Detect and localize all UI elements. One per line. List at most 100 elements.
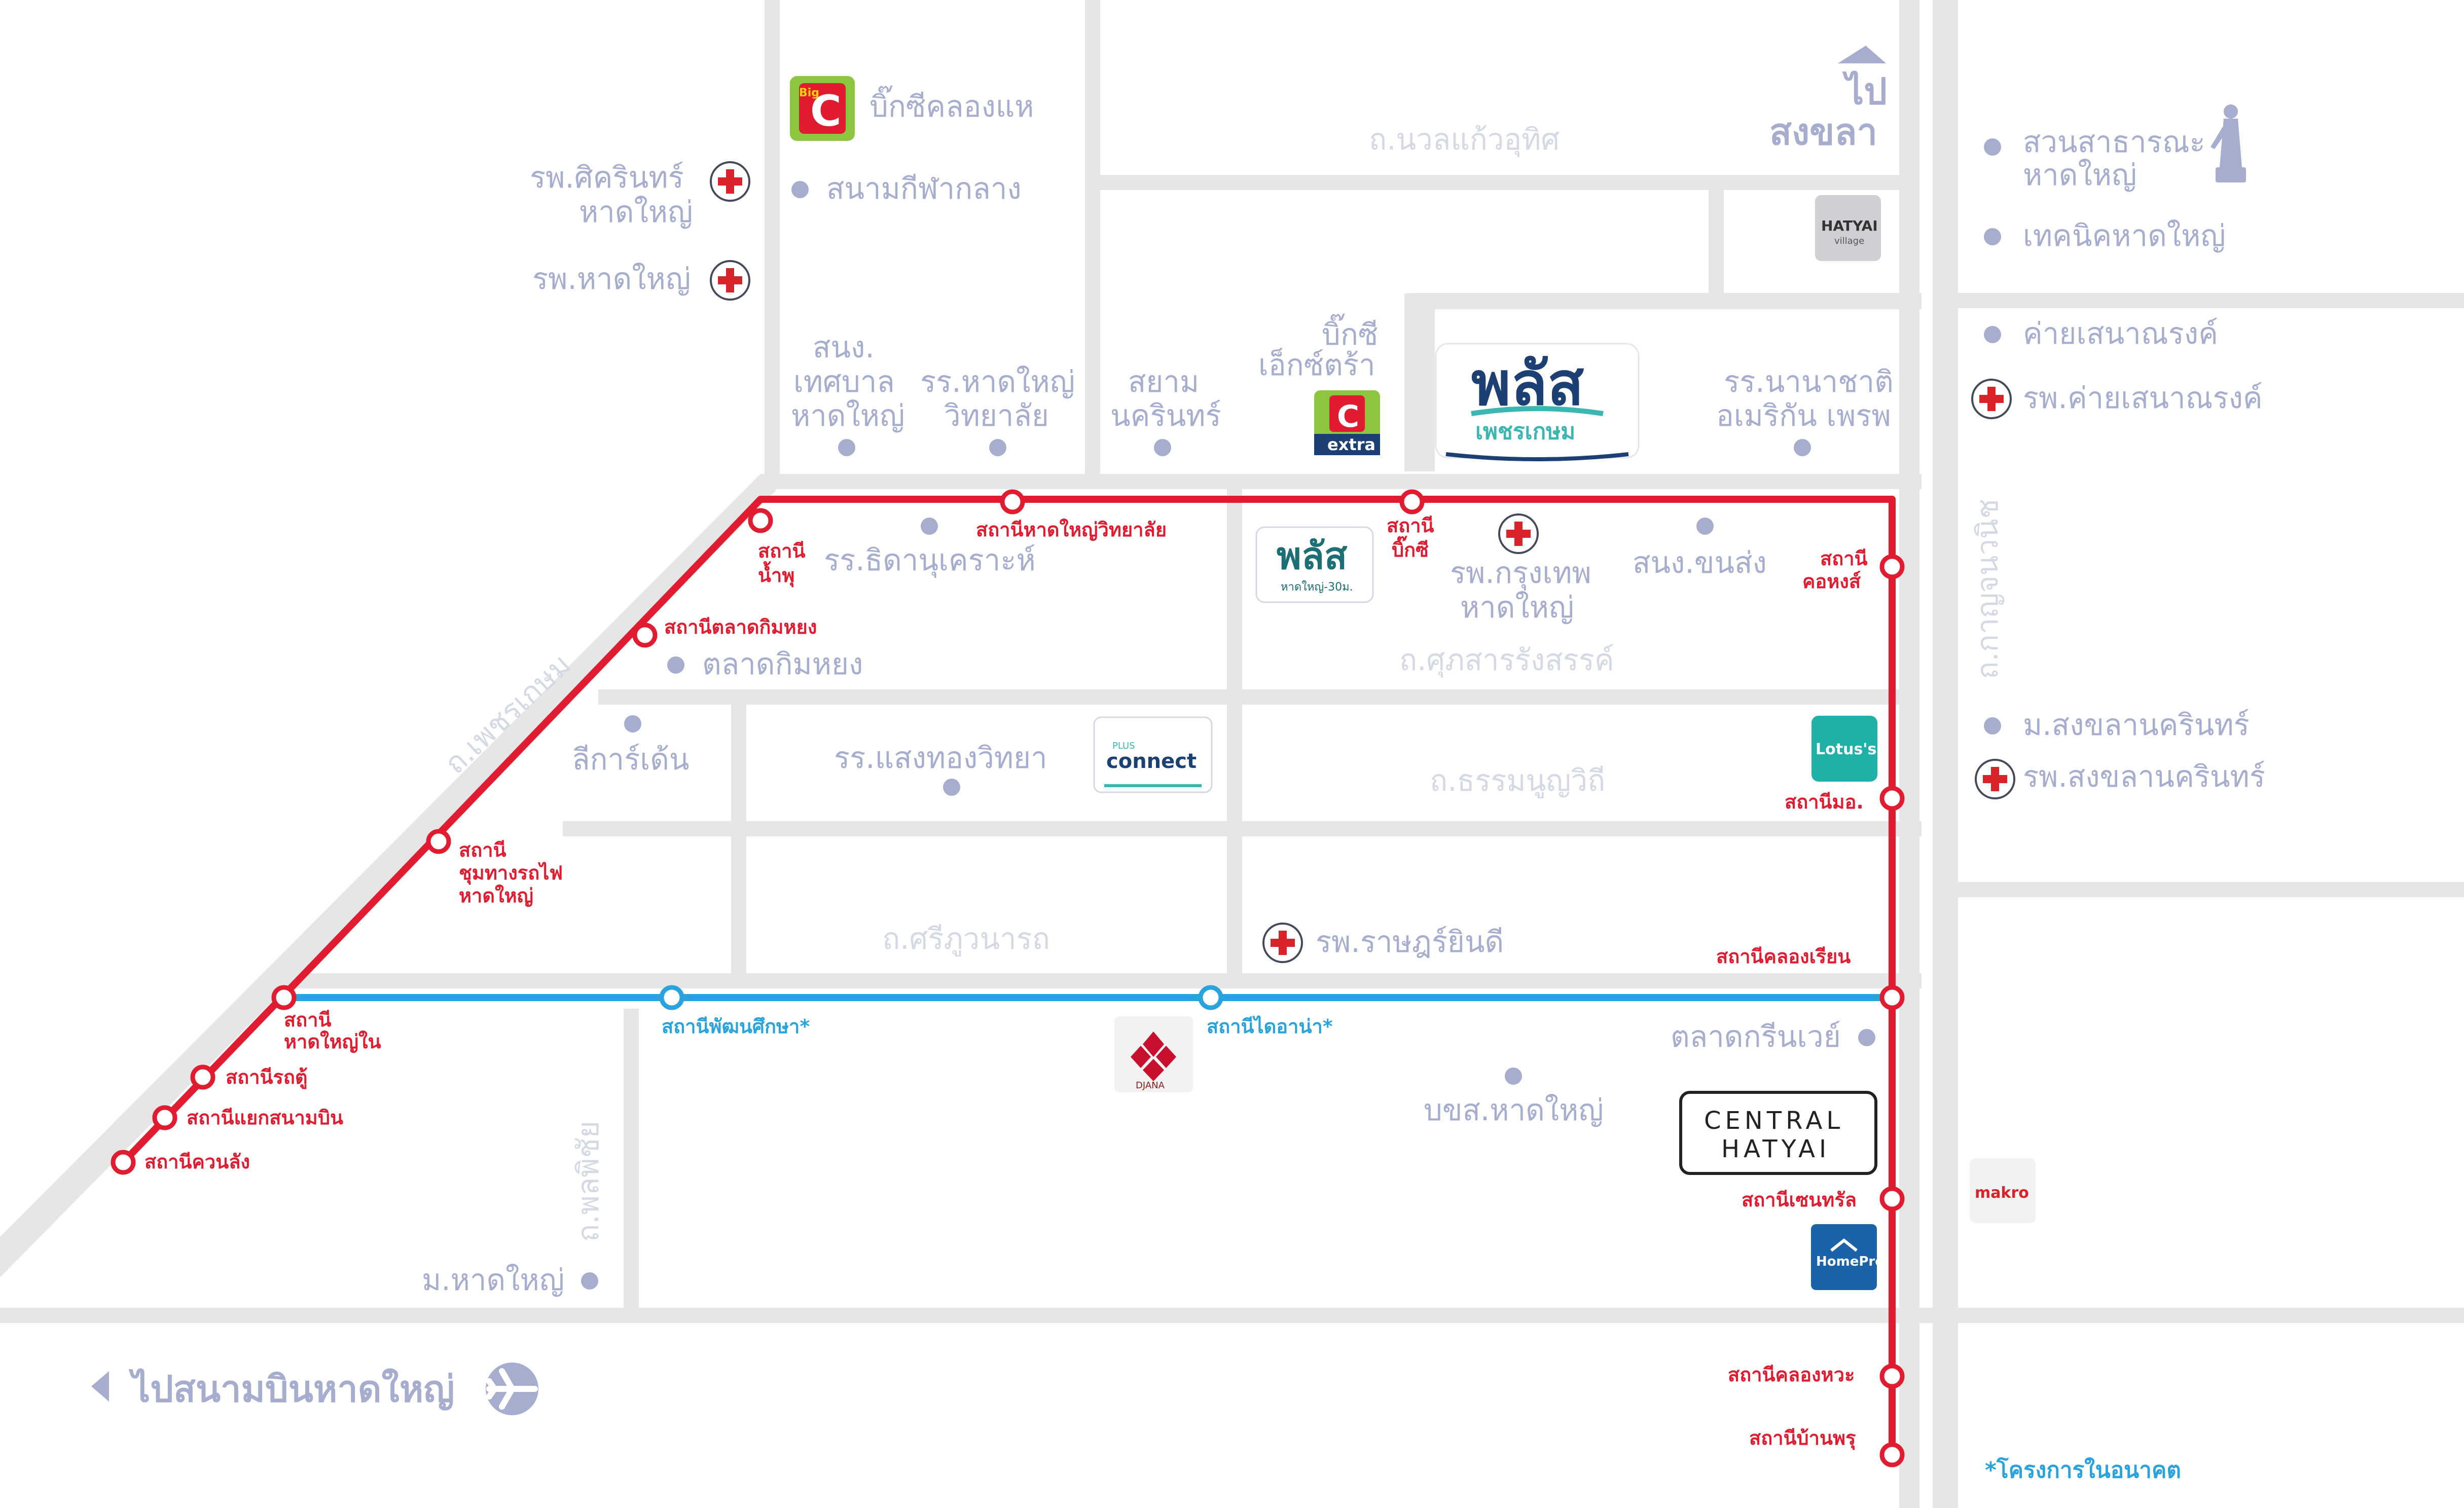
road-label-thammanoon: ถ.ธรรมนูญวิถี [1430,763,1605,798]
place-bus-terminal: บขส.หาดใหญ่ [1424,1093,1604,1127]
station-label-kimyong: สถานีตลาดกิมหยง [664,616,817,638]
station-label-khuan-lang: สถานีควนลัง [144,1151,250,1173]
poi-dot-intl-school [1794,439,1811,456]
station-label-bigc-1: สถานี [1387,514,1434,537]
station-kimyong[interactable] [632,622,658,648]
station-phatthana-suksa[interactable] [659,985,684,1010]
hospital-cross-icon [1262,923,1303,963]
svg-text:HomePro: HomePro [1816,1254,1884,1269]
station-label-central: สถานีเซนทรัล [1742,1189,1857,1211]
station-kho-hong[interactable] [1879,554,1905,579]
station-bigc[interactable] [1399,489,1425,514]
central-hatyai-logo[interactable]: CENTRAL HATYAI [1679,1091,1877,1175]
station-label-ban-phru: สถานีบ้านพรุ [1749,1427,1856,1450]
station-nam-phu[interactable] [748,508,773,533]
place-transport: สนง.ขนส่ง [1633,545,1767,580]
station-label-khlong-wa: สถานีคลองหวะ [1728,1364,1855,1386]
svg-text:connect: connect [1106,750,1197,773]
station-label-nam-phu-2: น้ำพุ [758,561,794,587]
place-psu-hosp: รพ.สงขลานครินทร์ [2023,759,2265,794]
plus-phetkasem-logo[interactable]: พลัส เพชรเกษม [1435,343,1640,461]
station-hatyai-nai[interactable] [271,985,297,1010]
bigc-logo: C Big [790,76,855,141]
place-saengthong: รร.แสงทองวิทยา [834,741,1047,775]
hospital-icons [710,161,2015,963]
arrow-up-icon [1838,46,1886,63]
station-label-mo: สถานีมอ. [1785,791,1864,813]
place-municipal-3: หาดใหญ่ [791,398,904,433]
hospital-cross-icon [1498,513,1539,554]
station-label-phatthana-suksa: สถานีพัฒนศึกษา* [662,1015,810,1038]
place-thidanu: รร.ธิดานุเคราะห์ [824,543,1036,578]
road-label-kanjanavanit: ถ.กาญจนวนิช [1970,499,2005,679]
svg-text:Big: Big [799,87,819,99]
poi-dot-stadium [791,181,809,198]
plus-30m-logo[interactable]: พลัส หาดใหญ่-30ม. [1255,526,1374,603]
station-junction[interactable] [426,829,451,854]
station-label-rot-tu: สถานีรถตู้ [226,1066,308,1089]
footnote: *โครงการในอนาคต [1985,1456,2181,1483]
poi-dot-camp [1984,326,2001,343]
place-bangkok-hosp-2: หาดใหญ่ [1460,590,1574,624]
station-rot-tu[interactable] [190,1064,215,1090]
svg-text:makro: makro [1975,1184,2029,1202]
station-label-diana: สถานีไดอาน่า* [1207,1015,1333,1038]
station-ban-phru[interactable] [1879,1442,1905,1467]
svg-text:HATYAI: HATYAI [1821,217,1878,234]
hatyai-village-logo: HATYAI village [1815,195,1881,261]
statue-icon [2211,104,2246,182]
place-hatyai-univ: ม.หาดใหญ่ [422,1263,564,1297]
place-bangkok-hosp-1: รพ.กรุงเทพ [1450,556,1591,591]
svg-text:พลัส: พลัส [1277,534,1348,578]
bigc-extra-logo: C extra [1314,390,1380,455]
place-camp: ค่ายเสนาณรงค์ [2023,316,2218,351]
svg-text:extra: extra [1327,435,1375,454]
station-khlong-rian[interactable] [1879,985,1905,1010]
station-label-kho-hong-1: สถานี [1820,547,1868,570]
station-label-junction-2: ชุมทางรถไฟ [459,862,563,885]
station-label-hatyai-wit: สถานีหาดใหญ่วิทยาลัย [976,519,1167,541]
station-label-hatyai-nai-1: สถานี [284,1009,332,1031]
plus-connect-logo[interactable]: PLUS connect [1093,716,1213,793]
place-bigc-extra-1: บิ๊กซี [1322,313,1378,352]
svg-text:HATYAI: HATYAI [1721,1135,1830,1163]
lotus-logo: Lotus's [1811,716,1877,782]
station-label-khlong-rian: สถานีคลองเรียน [1716,945,1851,968]
svg-text:หาดใหญ่-30ม.: หาดใหญ่-30ม. [1281,580,1353,594]
poi-dot-hatyai-univ [581,1272,598,1290]
svg-text:CENTRAL: CENTRAL [1704,1107,1844,1135]
place-sikarin-1: รพ.ศิครินทร์ [530,160,684,195]
place-hatyai-hosp: รพ.หาดใหญ่ [532,262,691,296]
station-khlong-wa[interactable] [1879,1364,1905,1389]
svg-text:C: C [810,86,842,136]
place-sikarin-2: หาดใหญ่ [579,195,693,229]
station-label-junction-1: สถานี [459,839,506,861]
hospital-cross-icon [1975,759,2015,799]
direction-songkhla-line2: สงขลา [1769,111,1877,153]
svg-text:เพชรเกษม: เพชรเกษม [1475,419,1575,445]
place-siam-2: นครินทร์ [1110,398,1221,433]
place-municipal-1: สนง. [813,330,875,364]
place-greenway: ตลาดกรีนเวย์ [1671,1019,1841,1054]
poi-dot-park [1984,138,2001,156]
station-label-junction-3: หาดใหญ่ [459,885,533,907]
road-label-nawal: ถ.นวลแก้วอุทิศ [1369,122,1560,158]
station-yaek-airport[interactable] [152,1105,177,1130]
station-central[interactable] [1879,1186,1905,1211]
airplane-icon [486,1363,538,1415]
place-hatyai-wit-2: วิทยาลัย [944,398,1049,433]
makro-logo: makro [1970,1158,2036,1223]
diana-logo: DJANA [1114,1016,1193,1092]
station-label-yaek-airport: สถานีแยกสนามบิน [187,1107,343,1129]
direction-airport[interactable]: ไปสนามบินหาดใหญ่ [91,1363,538,1415]
place-intl-school-1: รร.นานาชาติ [1724,364,1894,399]
station-mo[interactable] [1879,786,1905,811]
station-diana[interactable] [1198,985,1223,1010]
hospital-cross-icon [710,161,750,202]
station-khuan-lang[interactable] [111,1150,136,1175]
poi-dot-psu [1984,717,2001,734]
place-psu: ม.สงขลานครินทร์ [2023,708,2250,742]
direction-airport-label: ไปสนามบินหาดใหญ่ [128,1368,455,1411]
station-hatyai-wit[interactable] [1000,489,1025,514]
poi-dot-saengthong [943,779,960,796]
